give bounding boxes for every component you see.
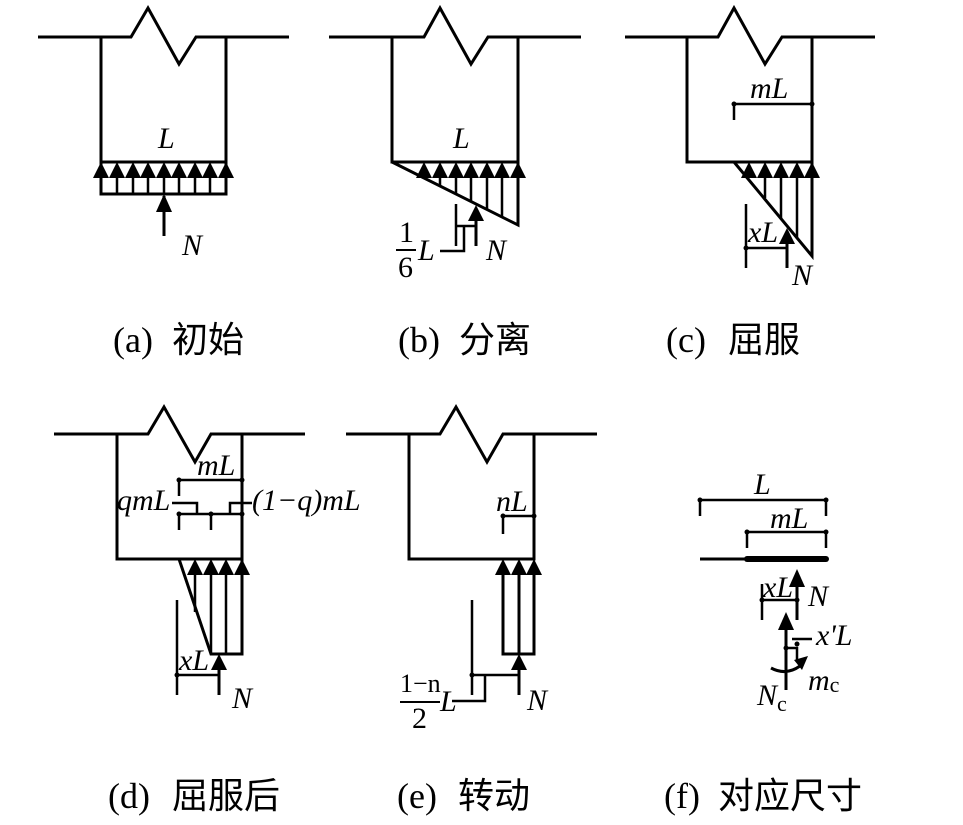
eccentricity-dimension	[452, 600, 519, 703]
ground-line	[38, 4, 289, 67]
yield-length-dimension	[745, 530, 828, 548]
caption-text: 初始	[172, 320, 244, 360]
caption-letter: (a)	[113, 320, 153, 360]
force-label: N	[526, 684, 549, 717]
offset-dimension	[175, 600, 219, 695]
moment-arrow-head	[794, 656, 808, 670]
offset-label: xL	[762, 571, 793, 604]
eccentricity-dimension	[440, 204, 476, 253]
footing-block	[685, 37, 814, 164]
total-length-dimension	[698, 498, 828, 516]
force-label: N	[485, 234, 508, 267]
caption-letter: (d)	[108, 776, 150, 816]
panel-e: nL N 1−n 2 L (e) 转动	[346, 404, 597, 816]
resultant-arrow-head	[156, 194, 172, 212]
offset-label: xL	[747, 216, 778, 249]
left-part-label: qmL	[117, 484, 170, 517]
offset-denominator: 2	[412, 702, 427, 735]
contact-length-label: nL	[496, 485, 528, 518]
trapezoidal-pressure-arrows	[177, 558, 250, 656]
width-label: L	[452, 122, 470, 155]
ground-line	[54, 404, 305, 466]
caption-letter: (c)	[666, 320, 706, 360]
footing-block	[407, 434, 536, 561]
caption-text: 转动	[458, 776, 530, 816]
caption-letter: (b)	[398, 320, 440, 360]
panel-a: L N (a) 初始	[38, 4, 289, 360]
caption-text: 对应尺寸	[718, 776, 862, 816]
caption-text: 屈服	[728, 320, 800, 360]
caption-letter: (f)	[664, 776, 700, 816]
width-label: L	[157, 122, 175, 155]
caption-letter: (e)	[397, 776, 437, 816]
force-label: N	[231, 682, 254, 715]
contact-length-dimension	[501, 514, 536, 534]
right-part-label: (1−q)mL	[252, 484, 361, 517]
caption-text: 屈服后	[172, 776, 280, 816]
offset2-label: x'L	[815, 619, 852, 652]
panel-d: mL qmL (1−q)mL xL N (d) 屈服后	[54, 404, 361, 816]
yield-length-label: mL	[770, 502, 808, 535]
offset-numerator: 1	[399, 216, 414, 249]
ground-line	[625, 4, 875, 67]
moment-label: mc	[808, 664, 840, 697]
force-label: N	[181, 229, 204, 262]
yield-length-label: mL	[750, 72, 788, 105]
offset-unit: L	[417, 234, 435, 267]
offset-label: xL	[178, 644, 209, 677]
offset-dimension	[744, 204, 787, 268]
offset-denominator: 6	[398, 251, 413, 284]
offset-numerator: 1−n	[400, 669, 441, 698]
ground-line	[329, 4, 581, 67]
uniform-pressure-arrows	[93, 162, 234, 196]
ground-line	[346, 404, 597, 466]
split-dimension	[172, 501, 252, 530]
total-length-label: L	[753, 468, 771, 501]
offset-unit: L	[439, 685, 457, 718]
force-label: N	[807, 580, 830, 613]
offset2-dimension	[786, 637, 812, 660]
caption-text: 分离	[459, 320, 531, 360]
panel-f: L mL xL N x'L mc Nc (f) 对应尺寸	[664, 468, 862, 816]
footing-block	[99, 37, 228, 164]
uniform-pressure-arrows	[495, 559, 542, 656]
footing-block	[390, 37, 520, 164]
panel-c: mL xL N (c) 屈服	[625, 4, 875, 360]
triangular-pressure-arrows	[391, 160, 526, 228]
triangular-pressure-arrows	[732, 161, 820, 261]
moment-arc	[770, 664, 801, 673]
yield-length-dimension	[177, 478, 242, 496]
column-force-label: Nc	[756, 679, 787, 716]
force-label: N	[791, 259, 814, 292]
panel-b: L N 1 6 L (b) 分离	[329, 4, 581, 360]
yield-length-label: mL	[197, 449, 235, 482]
